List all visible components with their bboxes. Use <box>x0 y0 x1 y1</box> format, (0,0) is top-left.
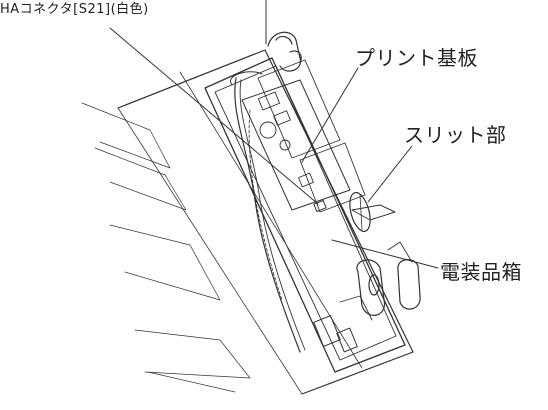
slit-fitting <box>349 191 396 233</box>
leader-ha-connector <box>109 27 319 205</box>
bottom-brackets <box>339 241 421 321</box>
leader-lines <box>109 0 439 269</box>
top-bracket <box>267 31 302 72</box>
leader-pcb <box>301 67 359 163</box>
electrical-box <box>204 57 406 373</box>
electrical-box-label: 電装品箱 <box>440 260 522 284</box>
pcb-label: プリント基板 <box>355 46 478 70</box>
slit-label: スリット部 <box>404 123 507 147</box>
unit-panel <box>81 49 414 395</box>
leader-slit <box>367 145 413 203</box>
ha-connector-label: HAコネクタ[S21](白色) <box>0 2 149 17</box>
leader-electrical-box <box>331 239 439 269</box>
